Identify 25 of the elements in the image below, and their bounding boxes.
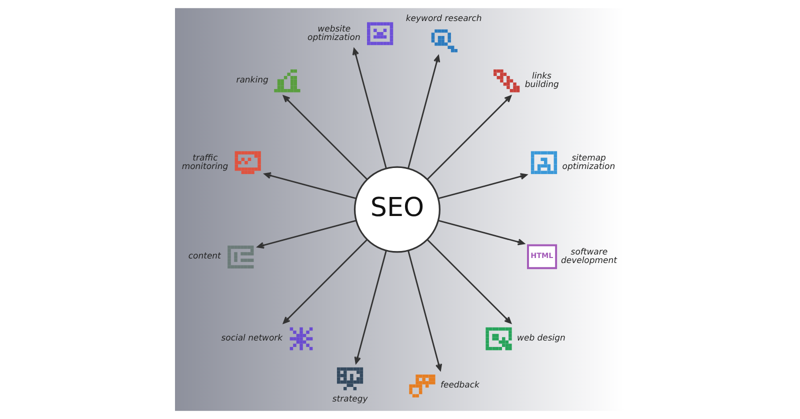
node-label: ranking: [236, 75, 268, 86]
node-label: software development: [560, 247, 617, 266]
node-label: feedback: [440, 380, 480, 391]
arrow: [354, 250, 387, 364]
arrow: [426, 239, 512, 324]
node-label: sitemap optimization: [562, 153, 616, 172]
node-label: links building: [524, 72, 559, 90]
node-circle: SEO: [354, 166, 440, 253]
node-label: website optimization: [308, 24, 360, 43]
node-label: social network: [221, 333, 283, 344]
arrow: [408, 55, 440, 169]
arrow: [282, 95, 368, 180]
arrow: [408, 250, 442, 371]
arrow: [256, 220, 356, 249]
node-label: web design: [517, 333, 566, 344]
node-label: strategy: [332, 394, 368, 405]
arrow: [438, 220, 525, 246]
arrow: [426, 95, 512, 180]
node-label: traffic monitoring: [182, 153, 228, 172]
node-label: content: [188, 252, 221, 262]
arrow: [264, 172, 356, 200]
node-label: keyword research: [406, 14, 482, 24]
arrow: [438, 173, 528, 200]
arrow: [282, 239, 368, 324]
arrow: [352, 48, 387, 169]
